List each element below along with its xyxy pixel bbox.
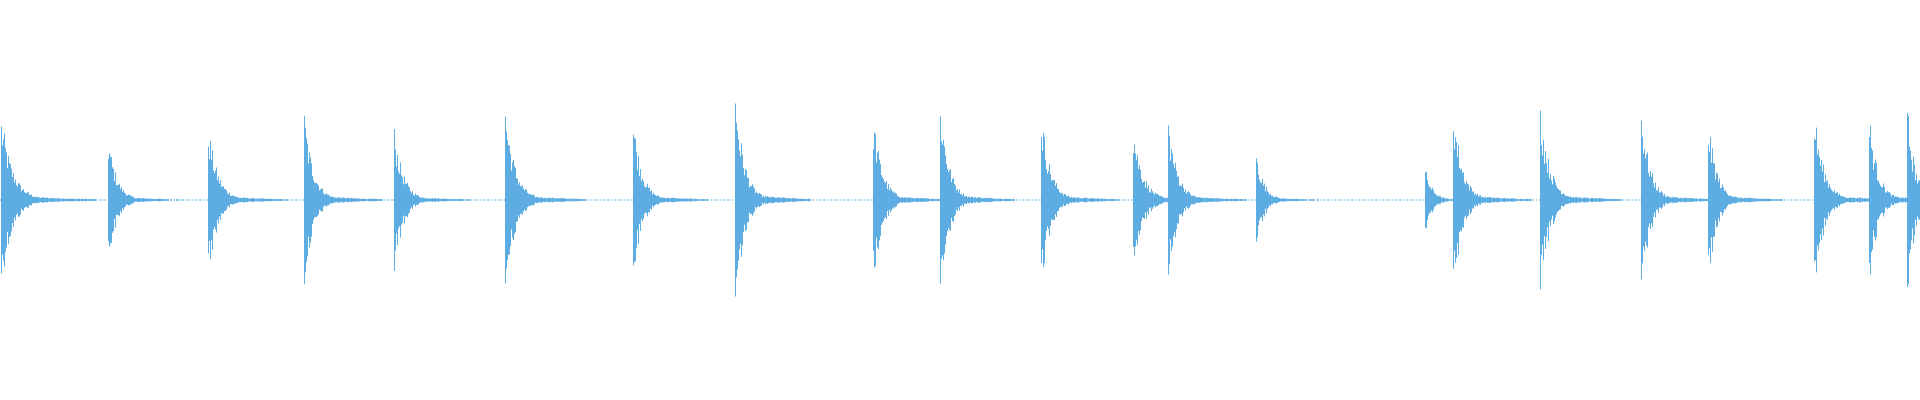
waveform-path	[0, 103, 1920, 297]
waveform-samples	[0, 103, 1920, 297]
